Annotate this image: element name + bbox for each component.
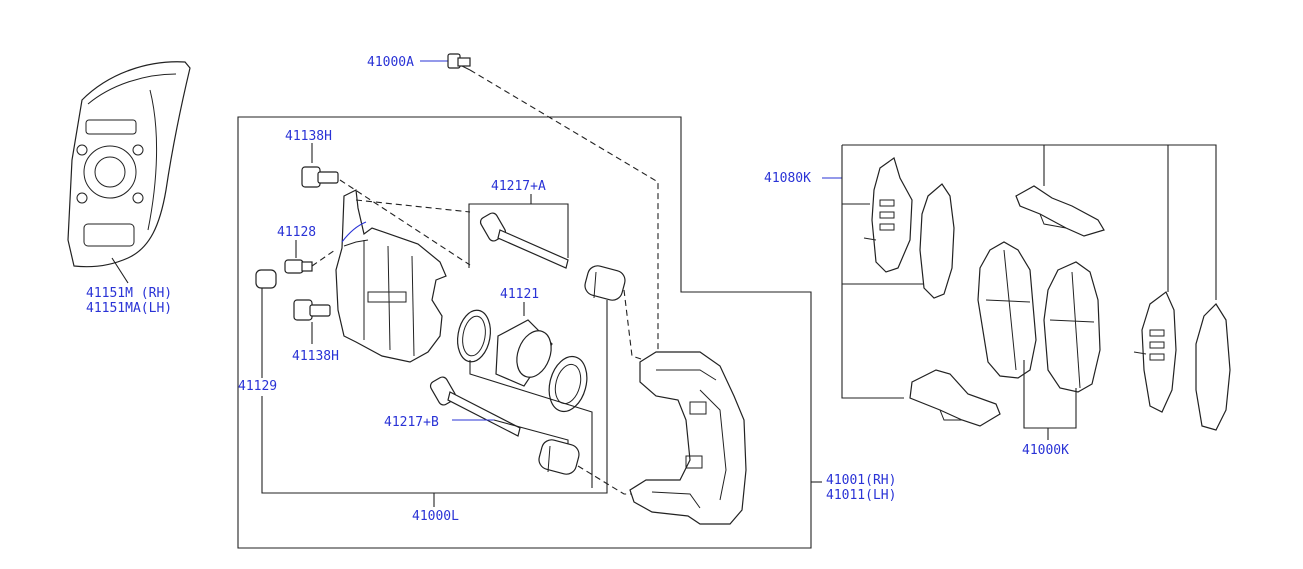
guide-bolt-upper (301, 166, 339, 188)
hardware-kit-bracket-left (841, 145, 904, 399)
label-caliper-assy-lh: 41011(LH) (826, 488, 896, 503)
bushing-lower (538, 439, 580, 475)
bushing-upper (584, 265, 626, 301)
guide-bolt-lower (293, 299, 331, 321)
slide-pin-a (479, 212, 569, 269)
label-bleeder-cap: 41129 (238, 379, 277, 394)
label-pad-kit: 41000K (1022, 443, 1069, 458)
pad-clip-upper (1015, 185, 1105, 237)
label-slide-pin-a: 41217+A (491, 179, 546, 194)
top-bolt (447, 53, 471, 71)
label-piston-kit: 41121 (500, 287, 539, 302)
pad-kit-bracket (1023, 360, 1077, 429)
label-pin-boot: 41128 (277, 225, 316, 240)
brake-pad-outer (1043, 261, 1101, 393)
piston-boot (548, 355, 588, 413)
shield-leader (111, 257, 129, 284)
bleeder-cap (255, 269, 277, 289)
pad-clip-lower (909, 369, 1001, 427)
pin-boot (284, 259, 313, 274)
caliper-body (335, 189, 447, 363)
pad-shim-inner-right (1195, 303, 1231, 431)
pad-shim-inner-left (919, 183, 955, 299)
label-shield-lh: 41151MA(LH) (86, 301, 172, 316)
label-slide-pin-b: 41217+B (384, 415, 439, 430)
bolt-top-dashed-path (469, 69, 659, 350)
label-caliper-assy-rh: 41001(RH) (826, 473, 896, 488)
pad-shim-outer-left (863, 157, 913, 273)
dust-shield (67, 61, 191, 268)
label-bolt-top: 41000A (367, 55, 414, 70)
label-hardware-kit: 41080K (764, 171, 811, 186)
caliper-assembly-frame (237, 116, 812, 549)
caliper-support-bracket (629, 351, 747, 525)
label-shield-rh: 41151M (RH) (86, 286, 172, 301)
brake-pad-inner (977, 241, 1037, 379)
label-caliper-kit: 41000L (412, 509, 459, 524)
pad-shim-outer-right (1133, 291, 1177, 413)
label-bolt-guide-lower: 41138H (292, 349, 339, 364)
label-bolt-guide-upper: 41138H (285, 129, 332, 144)
piston-seal (457, 309, 491, 363)
slide-pin-b (429, 376, 521, 437)
piston (495, 319, 553, 387)
hardware-kit-bracket-top (842, 144, 1217, 300)
